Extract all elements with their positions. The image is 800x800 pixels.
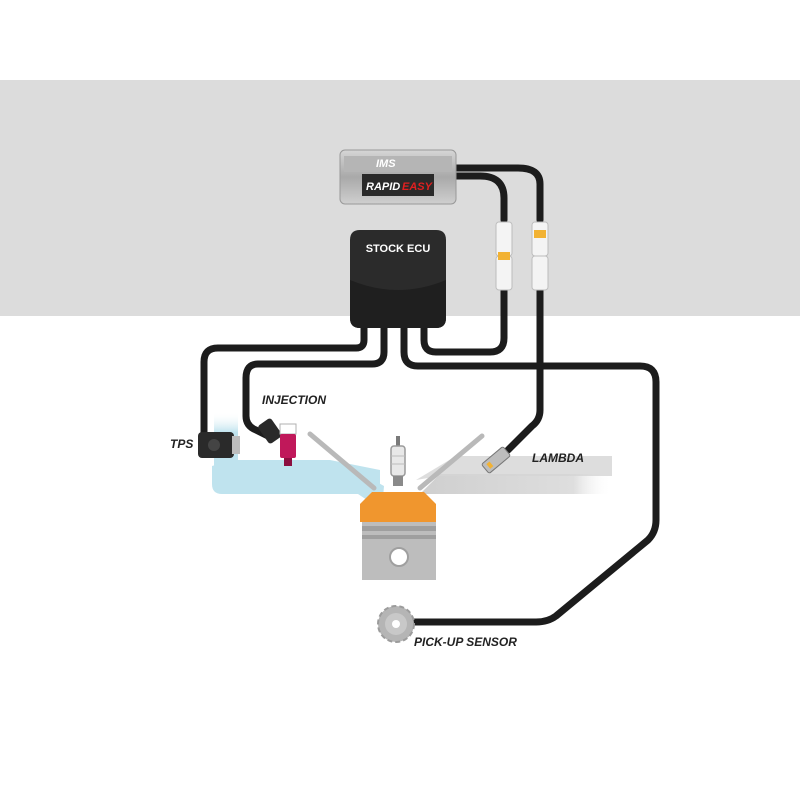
- exhaust-runner-top: [416, 456, 612, 480]
- lambda-sensor: [481, 446, 511, 474]
- tps-sensor: [198, 432, 240, 458]
- module-brand-word2: EASY: [402, 181, 434, 193]
- label-pickup-sensor: PICK-UP SENSOR: [414, 635, 517, 649]
- exhaust-runner: [420, 474, 612, 494]
- intake-valve: [307, 431, 377, 491]
- connector-ecu-line: [495, 221, 513, 291]
- pickup-sensor-wheel: [377, 605, 415, 643]
- rapid-easy-module: IMS RAPID EASY: [339, 149, 457, 205]
- piston: [360, 492, 436, 580]
- wiring-harness: [200, 164, 660, 626]
- label-tps: TPS: [170, 437, 193, 451]
- module-brand-top: IMS: [376, 158, 396, 170]
- fuel-injector: [258, 418, 297, 466]
- module-brand-word1: RAPID: [366, 181, 400, 193]
- stock-ecu: STOCK ECU: [350, 230, 446, 328]
- stock-ecu-title: STOCK ECU: [366, 243, 431, 255]
- exhaust-valve: [417, 433, 485, 491]
- label-injection: INJECTION: [262, 393, 326, 407]
- connector-lambda-line: [531, 221, 549, 291]
- intake-runner: [212, 412, 384, 510]
- spark-plug: [390, 436, 406, 486]
- label-lambda: LAMBDA: [532, 451, 584, 465]
